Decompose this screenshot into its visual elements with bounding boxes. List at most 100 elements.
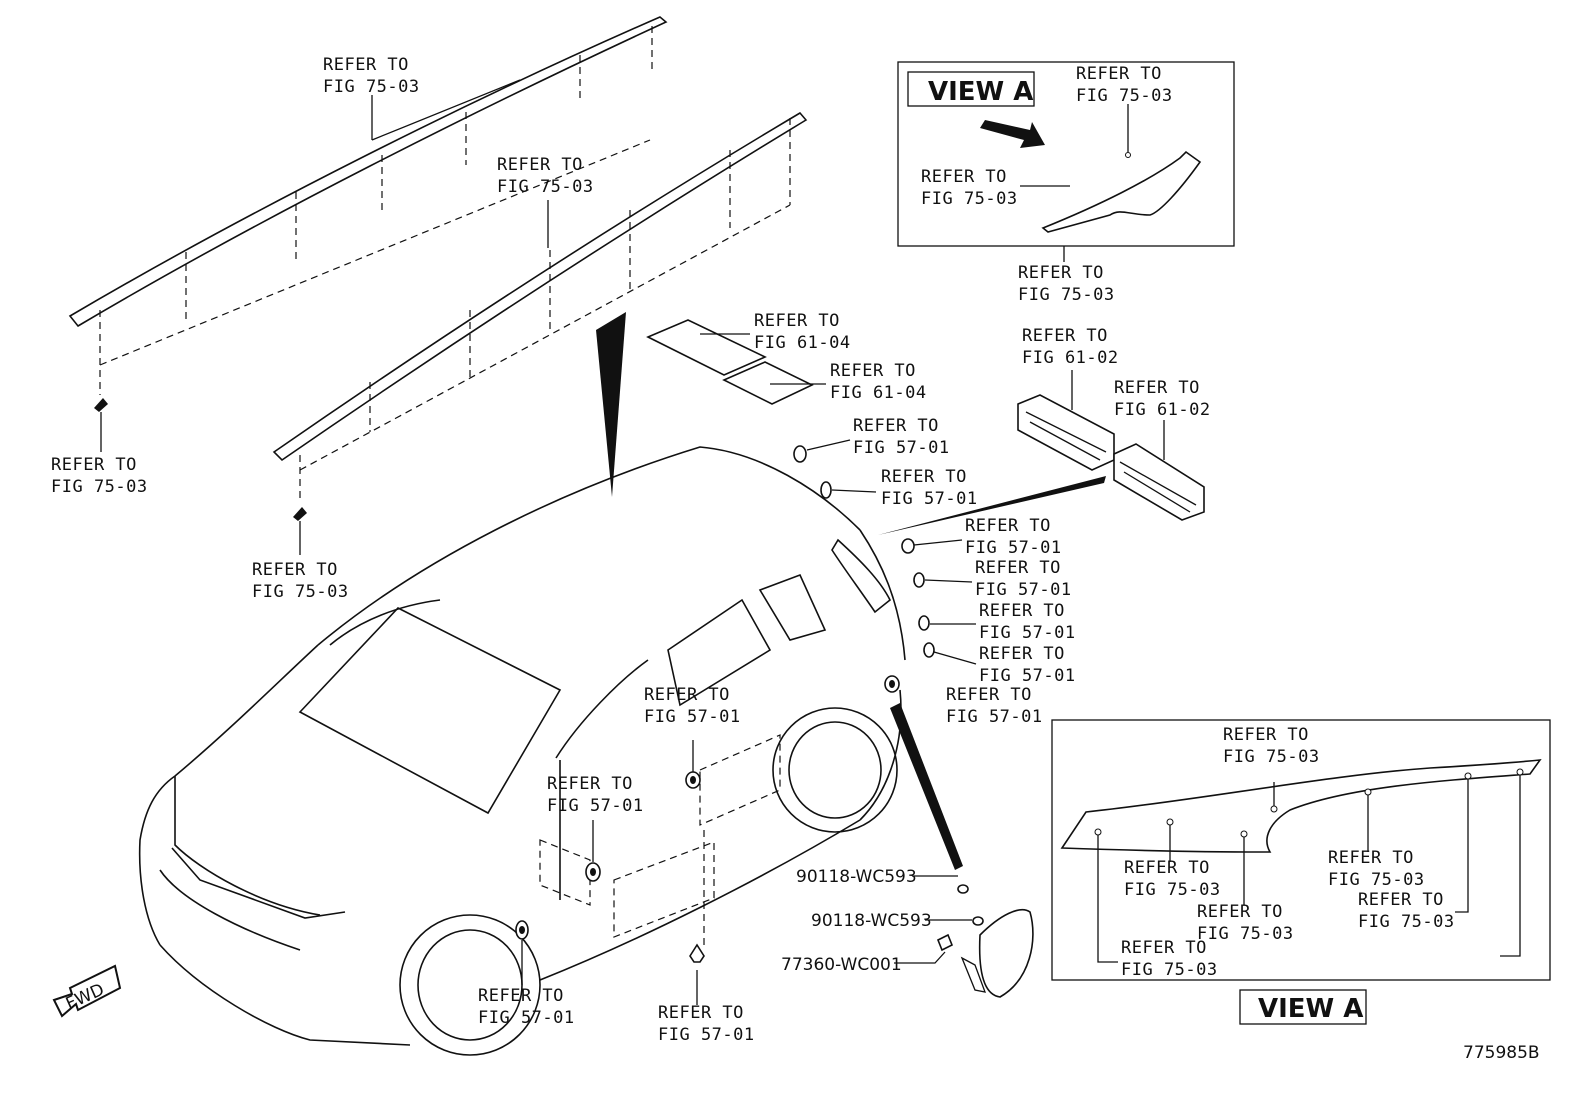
- view-a-top-title: VIEW A: [928, 77, 1033, 107]
- ref-line-2: FIG 57-01: [547, 796, 644, 816]
- ref-line-2: FIG 61-02: [1114, 400, 1211, 420]
- ref-line-1: REFER TO: [1124, 858, 1210, 878]
- ref-line-2: FIG 57-01: [478, 1008, 575, 1028]
- pointer-wedge: [596, 312, 626, 497]
- rail-end-clip: [94, 398, 108, 412]
- view-a-top-box: [897, 61, 1235, 262]
- ref-line-2: FIG 57-01: [979, 623, 1076, 643]
- pointer-wedge-fuel: [890, 703, 963, 870]
- figure-id: 775985B: [1463, 1043, 1540, 1063]
- body-plugs: [515, 675, 900, 1005]
- ref-line-2: FIG 75-03: [921, 189, 1018, 209]
- ref-line-1: REFER TO: [830, 361, 916, 381]
- ref-line-2: FIG 57-01: [965, 538, 1062, 558]
- ref-line-2: FIG 57-01: [644, 707, 741, 727]
- ref-line-1: REFER TO: [1018, 263, 1104, 283]
- part-number-screw-2: 90118-WC593: [811, 911, 932, 931]
- ref-line-1: REFER TO: [1076, 64, 1162, 84]
- ref-line-2: FIG 75-03: [497, 177, 594, 197]
- plug-list: [793, 439, 977, 665]
- vehicle-body: [138, 446, 906, 1056]
- ref-line-1: REFER TO: [979, 601, 1065, 621]
- ref-line-1: REFER TO: [975, 558, 1061, 578]
- ref-line-2: FIG 57-01: [975, 580, 1072, 600]
- ref-line-2: FIG 75-03: [1076, 86, 1173, 106]
- roof-rail-left: [68, 16, 668, 452]
- rear-lamps: [1017, 370, 1205, 521]
- ref-line-1: REFER TO: [547, 774, 633, 794]
- fuel-lid-assembly: [894, 875, 1034, 998]
- ref-line-1: REFER TO: [252, 560, 338, 580]
- ref-line-2: FIG 57-01: [946, 707, 1043, 727]
- ref-line-1: REFER TO: [1197, 902, 1283, 922]
- ref-line-2: FIG 75-03: [1328, 870, 1425, 890]
- ref-line-2: FIG 61-04: [830, 383, 927, 403]
- ref-line-2: FIG 75-03: [1223, 747, 1320, 767]
- ref-line-1: REFER TO: [1328, 848, 1414, 868]
- ref-line-2: FIG 75-03: [1124, 880, 1221, 900]
- ref-line-1: REFER TO: [1223, 725, 1309, 745]
- roof-rail-right: [272, 111, 808, 555]
- view-a-bottom-box: [1051, 719, 1551, 1025]
- ref-line-1: REFER TO: [497, 155, 583, 175]
- ref-line-1: REFER TO: [921, 167, 1007, 187]
- view-a-bottom-title: VIEW A: [1258, 994, 1363, 1024]
- part-number-fuel-lid: 77360-WC001: [781, 955, 902, 975]
- ref-line-1: REFER TO: [979, 644, 1065, 664]
- ref-line-1: REFER TO: [1114, 378, 1200, 398]
- ref-line-2: FIG 75-03: [51, 477, 148, 497]
- fwd-arrow-icon: [52, 964, 122, 1018]
- ref-line-2: FIG 57-01: [853, 438, 950, 458]
- ref-line-1: REFER TO: [644, 685, 730, 705]
- ref-line-2: FIG 57-01: [979, 666, 1076, 686]
- ref-line-1: REFER TO: [965, 516, 1051, 536]
- ref-line-1: REFER TO: [323, 55, 409, 75]
- ref-line-2: FIG 61-02: [1022, 348, 1119, 368]
- ref-line-1: REFER TO: [478, 986, 564, 1006]
- ref-line-1: REFER TO: [1358, 890, 1444, 910]
- rail-end-clip: [293, 507, 307, 521]
- ref-line-2: FIG 75-03: [323, 77, 420, 97]
- ref-line-2: FIG 61-04: [754, 333, 851, 353]
- ref-line-1: REFER TO: [658, 1003, 744, 1023]
- ref-line-1: REFER TO: [853, 416, 939, 436]
- ref-line-2: FIG 75-03: [1121, 960, 1218, 980]
- part-number-screw-1: 90118-WC593: [796, 867, 917, 887]
- pointer-wedge-lamp: [878, 476, 1106, 535]
- ref-line-1: REFER TO: [1022, 326, 1108, 346]
- ref-line-2: FIG 57-01: [881, 489, 978, 509]
- ref-line-1: REFER TO: [1121, 938, 1207, 958]
- ref-line-2: FIG 75-03: [1358, 912, 1455, 932]
- ref-line-2: FIG 75-03: [252, 582, 349, 602]
- roof-panels: [646, 319, 826, 405]
